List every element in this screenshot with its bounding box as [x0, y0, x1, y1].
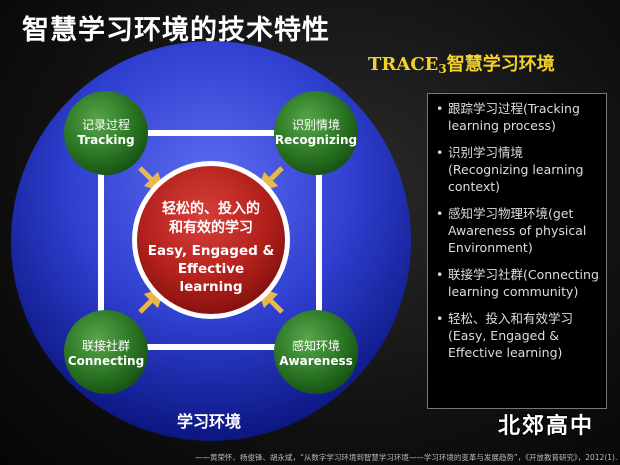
arrow-connecting [138, 286, 166, 314]
subtitle-suffix: 智慧学习环境 [446, 54, 555, 75]
arrow-recognizing [256, 166, 284, 194]
citation: ——黄荣怀、杨俊锋、胡永斌，“从数字学习环境到智慧学习环境——学习环境的变革与发… [195, 453, 618, 462]
feature-list: 跟踪学习过程(Tracking learning process) 识别学习情境… [436, 100, 602, 361]
subtitle-prefix: TRACE [368, 54, 439, 75]
subtitle-subscript: 3 [438, 62, 447, 76]
node-awareness [274, 310, 358, 394]
feature-list-panel: 跟踪学习过程(Tracking learning process) 识别学习情境… [427, 93, 607, 409]
environment-frame [98, 130, 322, 350]
arrow-tracking [138, 166, 166, 194]
arrow-awareness [256, 286, 284, 314]
page-title: 智慧学习环境的技术特性 [22, 15, 330, 46]
node-recognizing [274, 91, 358, 175]
feature-item: 感知学习物理环境(get Awareness of physical Envir… [436, 205, 602, 256]
watermark: 北郊高中 [498, 414, 595, 439]
node-tracking [64, 91, 148, 175]
feature-item: 联接学习社群(Connecting learning community) [436, 266, 602, 300]
center-ball [137, 166, 285, 314]
feature-item: 跟踪学习过程(Tracking learning process) [436, 100, 602, 134]
subtitle: TRACE3智慧学习环境 [368, 50, 555, 76]
node-connecting [64, 310, 148, 394]
feature-item: 识别学习情境(Recognizing learning context) [436, 144, 602, 195]
feature-item: 轻松、投入和有效学习 (Easy, Engaged & Effective le… [436, 310, 602, 361]
